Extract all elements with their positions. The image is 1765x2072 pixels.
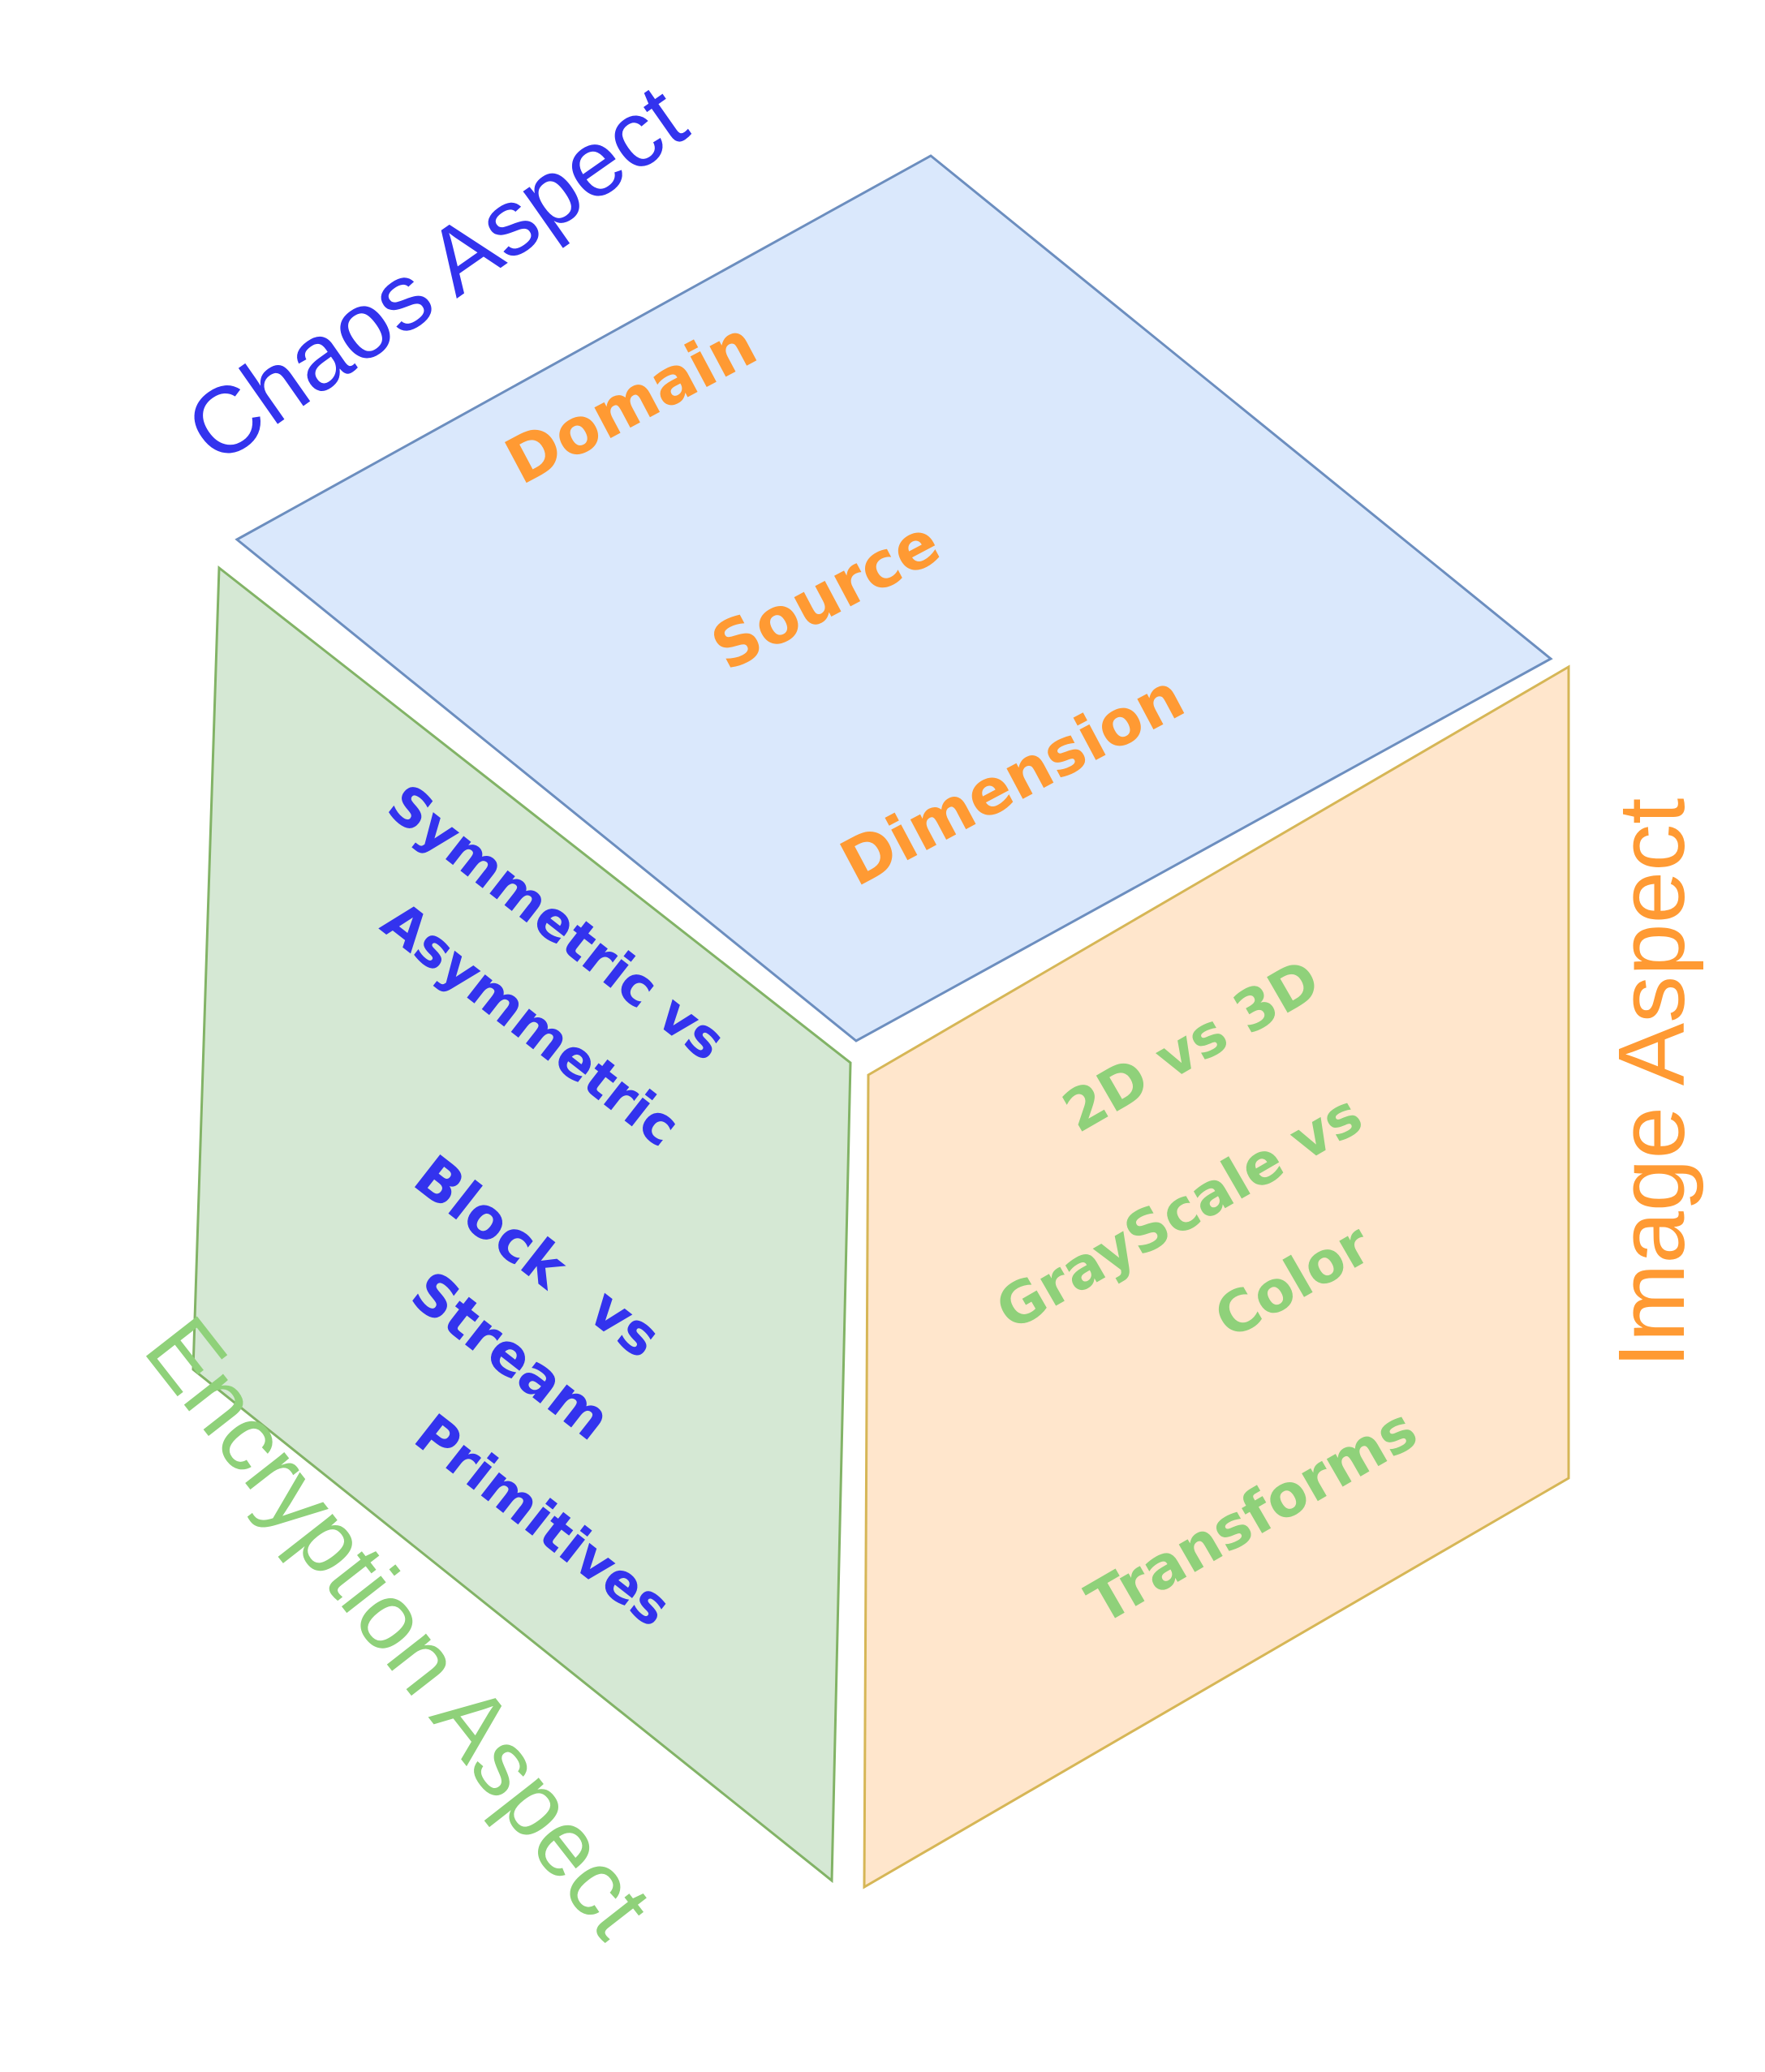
right-face (863, 664, 1570, 1889)
left-face (192, 565, 852, 1884)
image-aspect-label: Image Aspect (1599, 798, 1704, 1369)
top-face (235, 154, 1553, 1042)
